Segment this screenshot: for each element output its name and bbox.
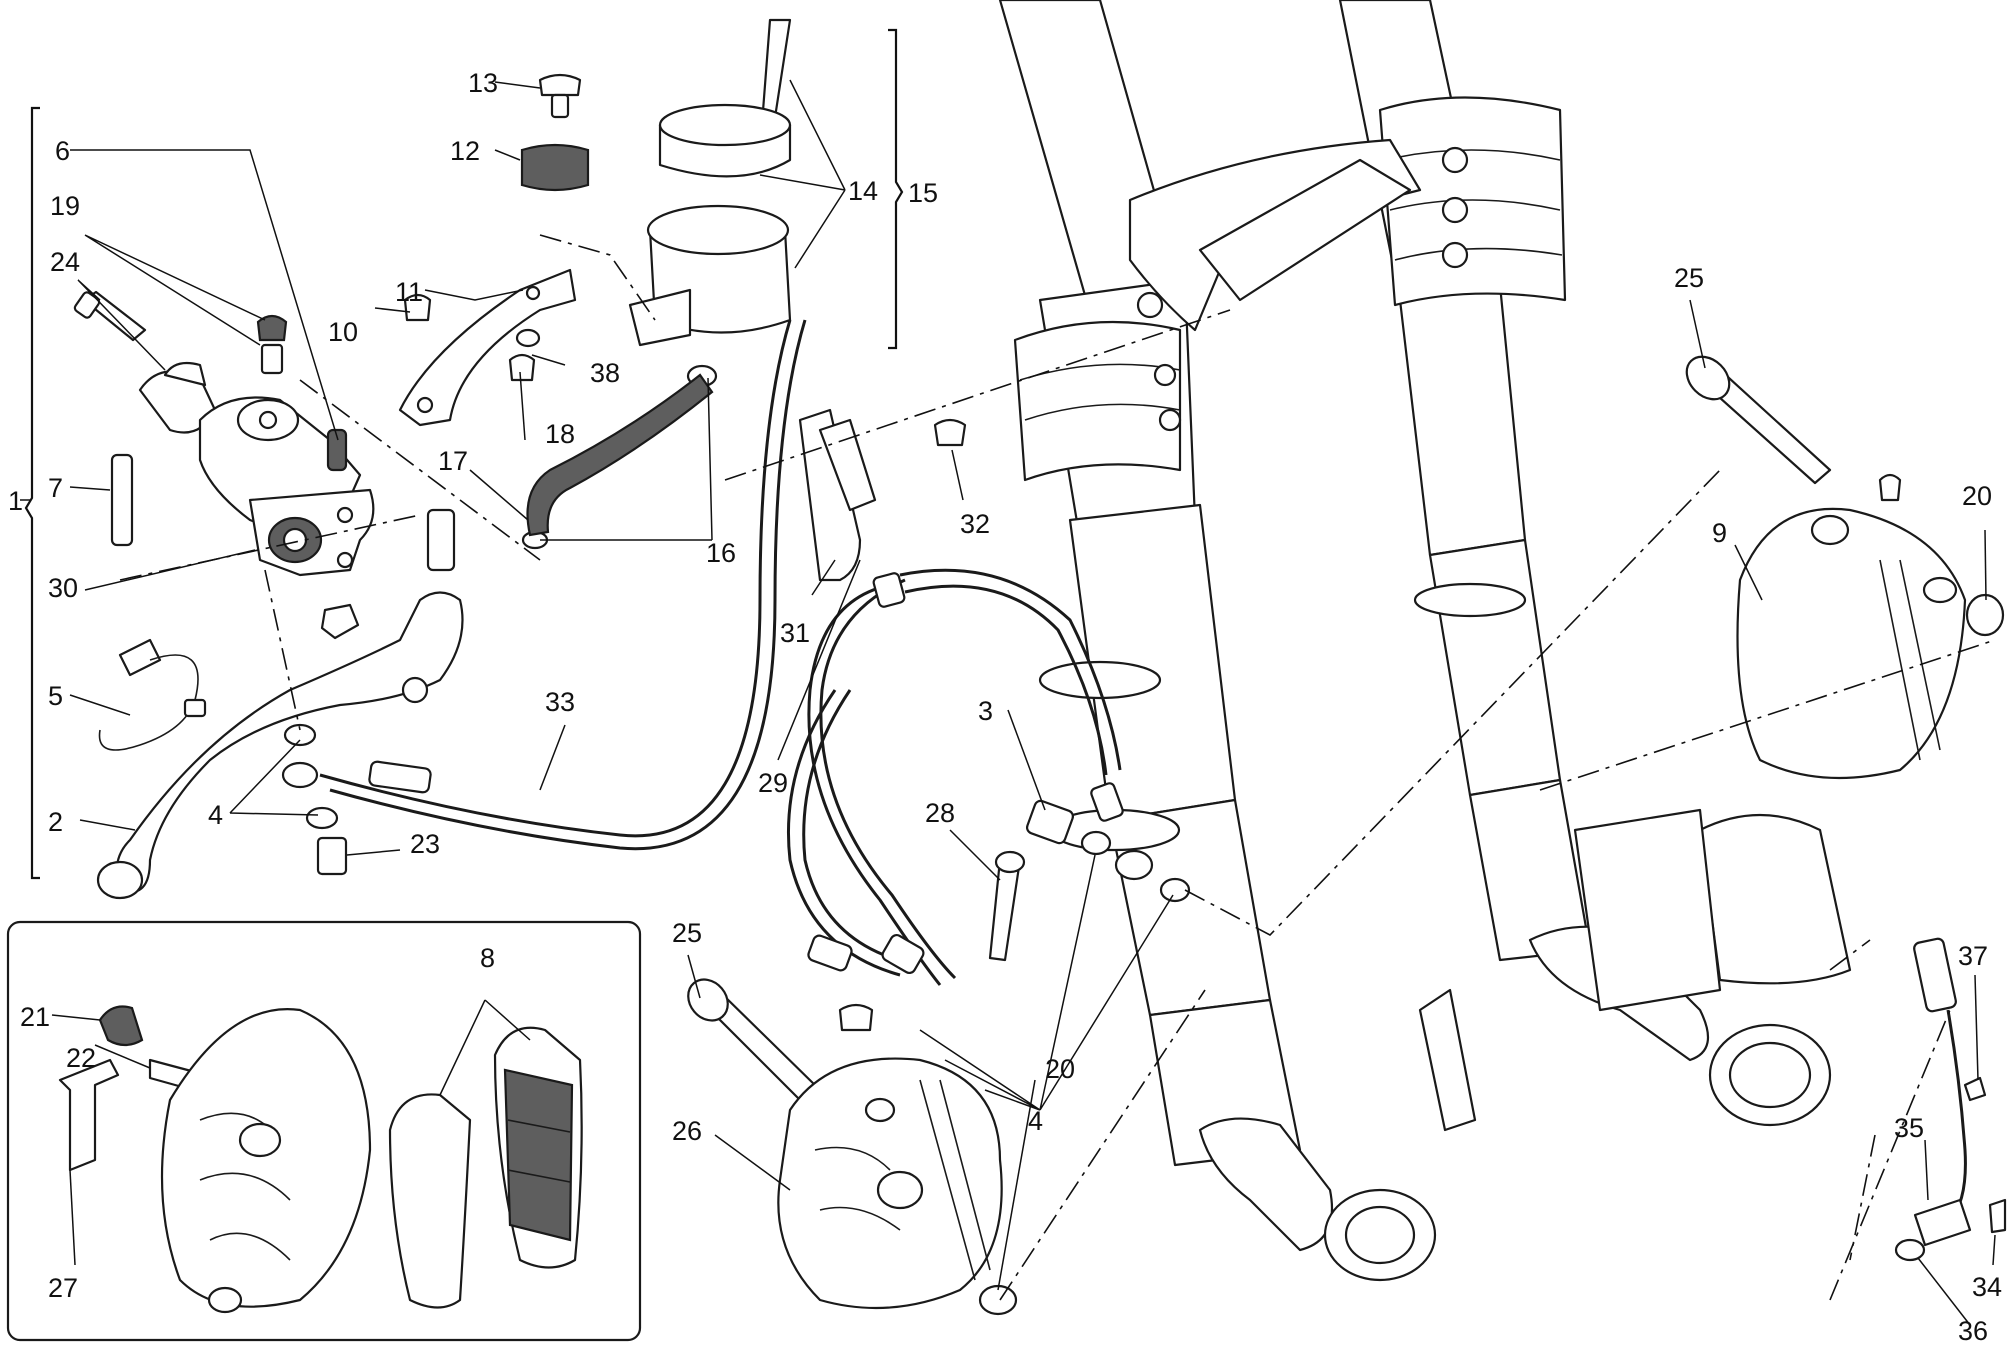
callout-label: 15 <box>908 178 938 208</box>
callout-label: 20 <box>1962 481 1992 511</box>
callout-label: 26 <box>672 1116 702 1146</box>
callout-label: 35 <box>1894 1113 1924 1143</box>
inset-pads-panel <box>6 920 642 1342</box>
callout-label: 4 <box>1028 1106 1043 1136</box>
callout-label: 3 <box>978 696 993 726</box>
callout-label: 25 <box>1674 263 1704 293</box>
left-brake-caliper <box>687 978 1018 1316</box>
speed-sensor <box>1894 937 2007 1262</box>
callout-label: 21 <box>20 1002 50 1032</box>
callout-labels: 1 2 3 4 4 5 6 7 8 9 10 11 12 13 14 15 16… <box>8 68 2002 1346</box>
callout-label: 32 <box>960 509 990 539</box>
callout-label: 31 <box>780 618 810 648</box>
callout-label: 23 <box>410 829 440 859</box>
callout-label: 38 <box>590 358 620 388</box>
callout-label: 18 <box>545 419 575 449</box>
callout-label: 4 <box>208 800 223 830</box>
callout-label: 6 <box>55 136 70 166</box>
callout-label: 37 <box>1958 941 1988 971</box>
right-brake-caliper <box>1685 355 2005 780</box>
callout-label: 33 <box>545 687 575 717</box>
assembly-lines <box>119 234 1996 1301</box>
callout-label: 25 <box>672 918 702 948</box>
brake-lines <box>786 408 1191 986</box>
callout-label: 9 <box>1712 518 1727 548</box>
master-cylinder-assembly <box>73 290 807 900</box>
callout-label: 28 <box>925 798 955 828</box>
callout-label: 29 <box>758 768 788 798</box>
callout-label: 10 <box>328 317 358 347</box>
callout-label: 24 <box>50 247 80 277</box>
callout-label: 30 <box>48 573 78 603</box>
reservoir-assembly <box>398 18 792 550</box>
callout-label: 34 <box>1972 1272 2002 1302</box>
callout-label: 19 <box>50 191 80 221</box>
callout-label: 22 <box>66 1043 96 1073</box>
front-fork <box>998 0 1852 1282</box>
callout-label: 16 <box>706 538 736 568</box>
callout-label: 7 <box>48 473 63 503</box>
callout-label: 27 <box>48 1273 78 1303</box>
callout-label: 14 <box>848 176 878 206</box>
assembly-brackets <box>24 28 904 880</box>
callout-label: 2 <box>48 807 63 837</box>
leader-lines <box>20 79 1996 1326</box>
callout-label: 12 <box>450 136 480 166</box>
callout-label: 36 <box>1958 1316 1988 1346</box>
callout-label: 8 <box>480 943 495 973</box>
callout-label: 20 <box>1045 1054 1075 1084</box>
callout-label: 13 <box>468 68 498 98</box>
callout-label: 1 <box>8 486 23 516</box>
callout-label: 5 <box>48 681 63 711</box>
callout-label: 17 <box>438 446 468 476</box>
callout-label: 11 <box>395 277 423 307</box>
